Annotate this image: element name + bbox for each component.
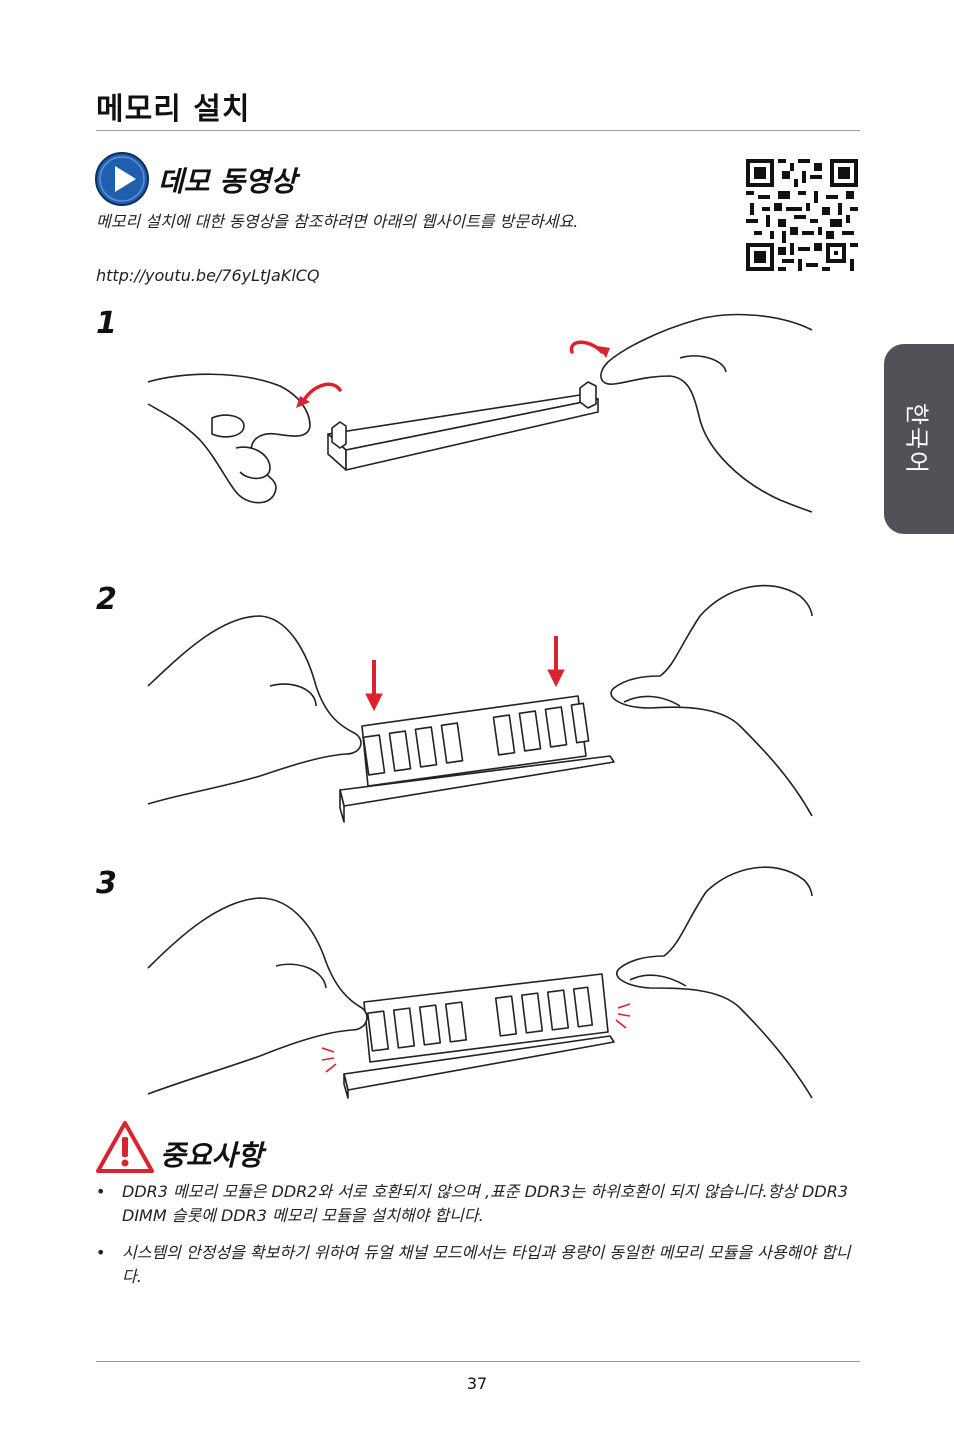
demo-video-heading: 데모 동영상 bbox=[158, 165, 297, 198]
step-number-2: 2 bbox=[96, 582, 117, 617]
important-heading: 중요사항 bbox=[160, 1139, 264, 1172]
bullet-glyph: • bbox=[96, 1243, 106, 1262]
title-divider bbox=[96, 130, 860, 131]
qr-code-icon[interactable] bbox=[746, 158, 858, 272]
bullet-glyph: • bbox=[96, 1182, 106, 1201]
page-number: 37 bbox=[466, 1374, 488, 1393]
demo-video-description: 메모리 설치에 대한 동영상을 참조하려면 아래의 웹사이트를 방문하세요. bbox=[96, 212, 579, 231]
step-1-illustration bbox=[147, 313, 813, 513]
language-tab-label: 한국어 bbox=[902, 402, 931, 476]
demo-video-link[interactable]: http://youtu.be/76yLtJaKlCQ bbox=[96, 266, 320, 285]
list-item: • DDR3 메모리 모듈은 DDR2와 서로 호환되지 않으며 ,표준 DDR… bbox=[96, 1180, 860, 1228]
page-title: 메모리 설치 bbox=[96, 92, 251, 127]
footer-divider bbox=[96, 1361, 860, 1362]
step-2-illustration bbox=[147, 584, 813, 823]
note-text: DDR3 메모리 모듈은 DDR2와 서로 호환되지 않으며 ,표준 DDR3는… bbox=[122, 1182, 848, 1225]
step-number-3: 3 bbox=[96, 866, 117, 901]
list-item: • 시스템의 안정성을 확보하기 위하여 듀얼 채널 모드에서는 타입과 용량이… bbox=[96, 1241, 860, 1289]
play-icon bbox=[95, 152, 149, 206]
note-text: 시스템의 안정성을 확보하기 위하여 듀얼 채널 모드에서는 타입과 용량이 동… bbox=[122, 1243, 851, 1286]
important-notes: • DDR3 메모리 모듈은 DDR2와 서로 호환되지 않으며 ,표준 DDR… bbox=[96, 1180, 860, 1302]
language-side-tab: 한국어 bbox=[884, 344, 954, 534]
warning-icon bbox=[96, 1121, 154, 1173]
step-3-illustration bbox=[147, 866, 813, 1099]
step-number-1: 1 bbox=[96, 306, 117, 341]
